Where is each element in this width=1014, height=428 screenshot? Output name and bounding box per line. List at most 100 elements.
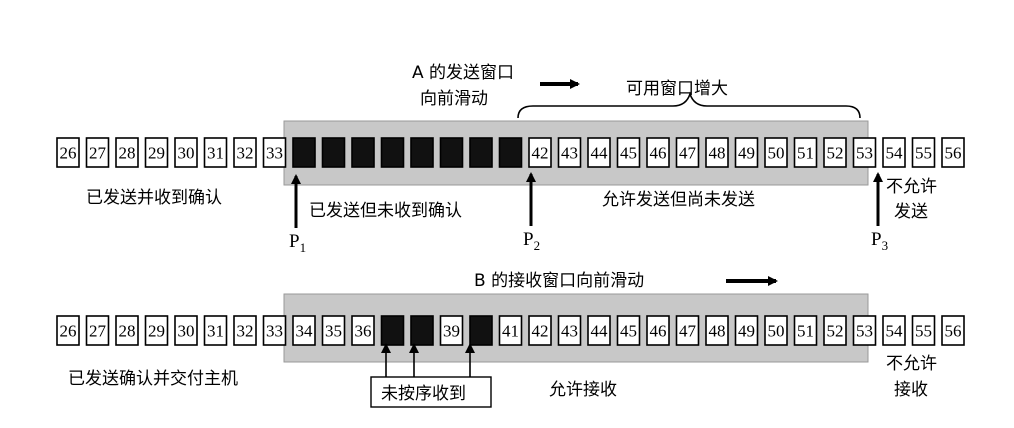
- sender-filled-cell: [410, 137, 434, 168]
- sender-cell-number: 50: [768, 144, 785, 163]
- sender-title-line1: A 的发送窗口: [412, 63, 514, 83]
- acked-label: 已发送并收到确认: [86, 188, 222, 208]
- sender-cell-number: 52: [827, 144, 844, 163]
- sender-cell-number: 45: [620, 144, 637, 163]
- sender-cell-number: 49: [738, 144, 755, 163]
- receiver-cell-number: 42: [532, 322, 549, 341]
- receiver-cell: [941, 315, 965, 346]
- receiver-cell: [911, 315, 936, 346]
- receiver-cell-number: 54: [886, 322, 904, 341]
- sender-cell: [705, 137, 729, 168]
- receiver-title: B 的接收窗口向前滑动: [474, 271, 644, 291]
- sender-cell-number: 27: [89, 144, 107, 163]
- receiver-cell-number: 53: [856, 322, 873, 341]
- sender-cell-number: 46: [650, 144, 667, 163]
- sender-cell-number: 51: [797, 144, 814, 163]
- sender-cell-number: 43: [561, 144, 578, 163]
- receiver-cell-number: 35: [325, 322, 342, 341]
- sender-filled-cell: [439, 137, 464, 168]
- receiver-cell: [823, 315, 847, 346]
- sender-cell-number: 54: [886, 144, 904, 163]
- sent-unacked-label: 已发送但未收到确认: [309, 201, 462, 221]
- receiver-cell-number: 52: [827, 322, 844, 341]
- sender-cell-number: 30: [178, 144, 195, 163]
- receiver-cell: [705, 315, 729, 346]
- sender-cell: [616, 137, 641, 168]
- sender-cell: [557, 137, 582, 168]
- receiver-cell-number: 50: [768, 322, 785, 341]
- receiver-cell-number: 46: [650, 322, 667, 341]
- receiver-cell-number: 55: [915, 322, 932, 341]
- sender-cell: [56, 137, 80, 168]
- sender-cell-number: 29: [148, 144, 165, 163]
- receiver-cell: [675, 315, 700, 346]
- receiver-cell: [646, 315, 670, 346]
- receiver-cell: [262, 315, 287, 346]
- receiver-cell-number: 44: [591, 322, 609, 341]
- receiver-cell: [852, 315, 877, 346]
- not-allowed-send-line1: 不允许: [886, 177, 937, 197]
- not-allowed-receive-line1: 不允许: [886, 354, 937, 374]
- sender-cell-number: 32: [237, 144, 254, 163]
- sender-cell: [262, 137, 287, 168]
- window-grow-brace: [517, 91, 861, 119]
- allowed-unsent-label: 允许发送但尚未发送: [602, 190, 755, 210]
- sender-filled-cell: [380, 137, 405, 168]
- sender-cell: [174, 137, 198, 168]
- receiver-cell: [734, 315, 759, 346]
- out-of-order-label: 未按序收到: [381, 384, 466, 404]
- sender-cell: [941, 137, 965, 168]
- receiver-cell: [528, 315, 552, 346]
- receiver-cell: [56, 315, 80, 346]
- receiver-cell-number: 36: [355, 322, 372, 341]
- sender-filled-cell: [292, 137, 316, 168]
- receiver-cell: [439, 315, 464, 346]
- receiver-cell-number: 26: [60, 322, 77, 341]
- sender-cell-number: 44: [591, 144, 609, 163]
- sender-filled-cell: [351, 137, 375, 168]
- receiver-cell: [321, 315, 346, 346]
- sender-cell-number: 26: [60, 144, 77, 163]
- receiver-cell-number: 47: [679, 322, 697, 341]
- receiver-filled-cell: [410, 315, 434, 346]
- receiver-cell-number: 49: [738, 322, 755, 341]
- sender-cell: [911, 137, 936, 168]
- receiver-cell: [616, 315, 641, 346]
- receiver-cell: [793, 315, 818, 346]
- receiver-cell-number: 45: [620, 322, 637, 341]
- sender-title-line2: 向前滑动: [420, 89, 488, 109]
- receiver-filled-cell: [469, 315, 493, 346]
- sender-cell: [793, 137, 818, 168]
- allowed-receive-label: 允许接收: [549, 380, 617, 400]
- receiver-cell-number: 43: [561, 322, 578, 341]
- sender-cell-number: 47: [679, 144, 697, 163]
- receiver-cell: [144, 315, 169, 346]
- sender-cell-number: 31: [207, 144, 224, 163]
- window-grow-label: 可用窗口增大: [626, 79, 728, 99]
- receiver-cell-number: 27: [89, 322, 107, 341]
- sender-cell: [882, 137, 906, 168]
- receiver-cell-number: 56: [945, 322, 962, 341]
- not-allowed-send-line2: 发送: [894, 202, 928, 222]
- receiver-filled-cell: [380, 315, 405, 346]
- sender-cell: [115, 137, 139, 168]
- receiver-cell-number: 34: [296, 322, 314, 341]
- receiver-cell: [85, 315, 110, 346]
- sender-cell: [528, 137, 552, 168]
- receiver-cell: [203, 315, 228, 346]
- receiver-cell-number: 39: [443, 322, 460, 341]
- receiver-cell: [557, 315, 582, 346]
- sender-cell: [764, 137, 788, 168]
- sender-cell-number: 48: [709, 144, 726, 163]
- receiver-cell: [498, 315, 523, 346]
- receiver-cell-number: 41: [502, 322, 519, 341]
- sender-cell: [144, 137, 169, 168]
- sender-cell-number: 56: [945, 144, 962, 163]
- sender-cell: [85, 137, 110, 168]
- receiver-cell: [292, 315, 316, 346]
- receiver-cell-number: 29: [148, 322, 165, 341]
- sender-cell: [233, 137, 257, 168]
